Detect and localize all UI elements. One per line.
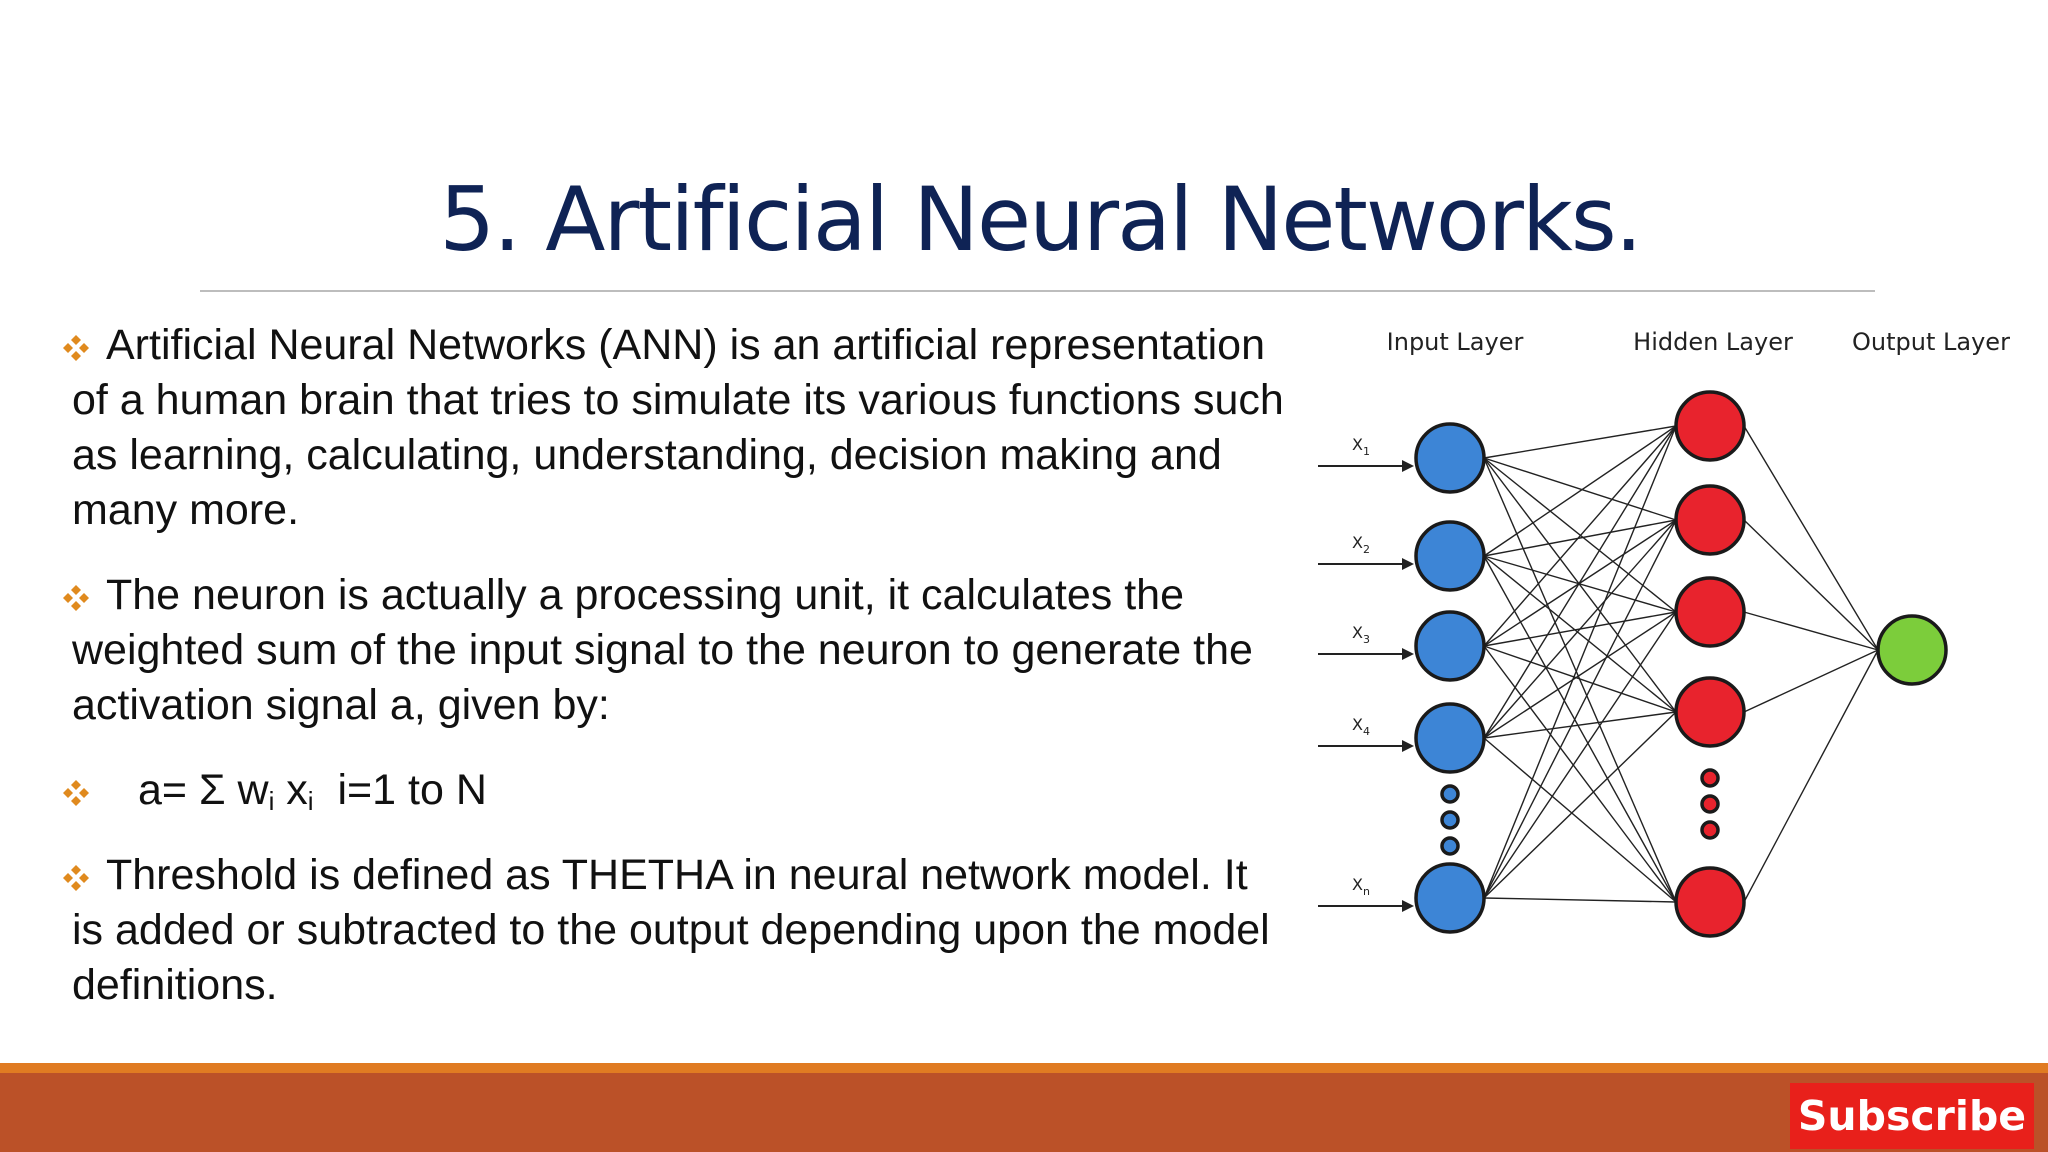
hidden-layer-label: Hidden Layer (1633, 328, 1793, 356)
hidden-ellipsis-dot (1700, 794, 1720, 814)
subscribe-button[interactable]: Subscribe (1790, 1083, 2034, 1149)
hidden-node (1674, 676, 1746, 748)
bullet-formula: a= Σ wi xi i=1 to N (60, 763, 1290, 818)
title-divider (200, 290, 1875, 292)
input-label: X1 (1352, 435, 1370, 458)
bullet-text: The neuron is actually a processing unit… (72, 571, 1253, 729)
hidden-ellipsis-dot (1700, 820, 1720, 840)
formula-subscript: i (307, 786, 314, 816)
output-layer-label: Output Layer (1852, 328, 2010, 356)
bullet-diamond-icon (63, 585, 89, 611)
input-label: X4 (1352, 715, 1370, 738)
connection-lines (1483, 425, 1879, 903)
hidden-ellipsis-dot (1700, 768, 1720, 788)
input-node (1414, 610, 1486, 682)
bullet-item: Artificial Neural Networks (ANN) is an a… (60, 318, 1290, 538)
network-nodes (1414, 390, 1948, 938)
formula-range: i=1 to N (337, 766, 487, 814)
bullet-list: Artificial Neural Networks (ANN) is an a… (60, 318, 1290, 1043)
formula-text: a= Σ wi xi i=1 to N (72, 763, 1290, 818)
output-node (1876, 614, 1948, 686)
slide-title: 5. Artificial Neural Networks. (439, 168, 1642, 271)
input-node (1414, 702, 1486, 774)
bullet-item: Threshold is defined as THETHA in neural… (60, 848, 1290, 1013)
input-label: X3 (1352, 623, 1370, 646)
input-arrows (1318, 460, 1414, 912)
hidden-node (1674, 576, 1746, 648)
input-node (1414, 422, 1486, 494)
input-ellipsis-dot (1440, 784, 1460, 804)
hidden-node (1674, 866, 1746, 938)
input-node (1414, 862, 1486, 934)
bullet-diamond-icon (63, 865, 89, 891)
hidden-node (1674, 390, 1746, 462)
formula-prefix: a= Σ w (138, 766, 269, 814)
bullet-diamond-icon (63, 780, 89, 806)
input-ellipsis-dot (1440, 836, 1460, 856)
hidden-node (1674, 484, 1746, 556)
formula-subscript: i (268, 786, 275, 816)
footer-bar (0, 1073, 2048, 1152)
input-layer-label: Input Layer (1387, 328, 1524, 356)
formula-variable: x (286, 766, 308, 814)
bullet-diamond-icon (63, 335, 89, 361)
input-label: Xn (1352, 875, 1370, 898)
bullet-item: The neuron is actually a processing unit… (60, 568, 1290, 733)
input-label: X2 (1352, 533, 1370, 556)
input-node (1414, 520, 1486, 592)
bullet-text: Artificial Neural Networks (ANN) is an a… (72, 321, 1284, 534)
input-ellipsis-dot (1440, 810, 1460, 830)
footer-accent-stripe (0, 1063, 2048, 1073)
bullet-text: Threshold is defined as THETHA in neural… (72, 851, 1270, 1009)
neural-network-diagram: Input Layer Hidden Layer Output Layer X1… (1318, 328, 2010, 938)
